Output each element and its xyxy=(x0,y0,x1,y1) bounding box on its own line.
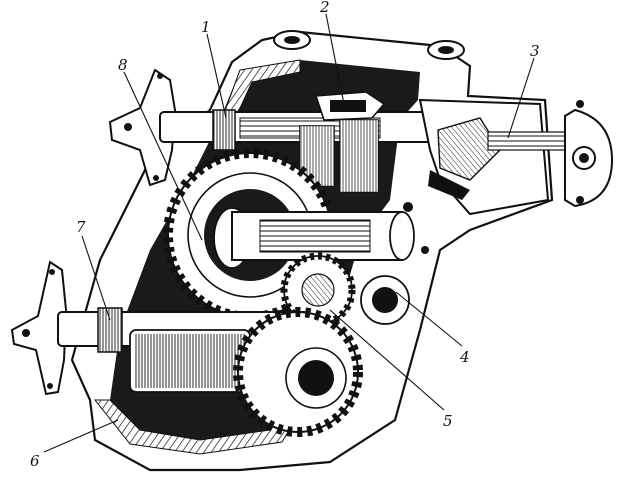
leader-4 xyxy=(395,291,463,347)
lower-shaft-assembly xyxy=(10,260,363,437)
callout-2: 2 xyxy=(319,0,330,16)
callout-8: 8 xyxy=(118,56,128,74)
leader-1 xyxy=(206,33,227,119)
intermediate-gear-assembly xyxy=(163,148,415,328)
leader-8 xyxy=(123,71,203,241)
upper-shaft-assembly xyxy=(108,68,614,216)
callout-4: 4 xyxy=(459,348,470,366)
callouts: 1 2 3 4 5 6 7 8 xyxy=(30,0,540,470)
leader-2 xyxy=(325,13,345,105)
callout-1: 1 xyxy=(201,18,211,36)
leader-7 xyxy=(81,235,111,321)
leader-lines xyxy=(43,13,535,453)
upper-bearing xyxy=(212,109,236,151)
lower-bearing xyxy=(97,307,123,353)
left-lower-flange xyxy=(10,260,68,396)
callout-5: 5 xyxy=(443,412,453,430)
leader-3 xyxy=(507,57,535,139)
leader-5 xyxy=(329,309,445,411)
callout-3: 3 xyxy=(530,42,540,60)
leader-6 xyxy=(43,419,119,453)
callout-6: 6 xyxy=(30,452,40,470)
callout-7: 7 xyxy=(76,218,86,236)
left-upper-flange xyxy=(108,68,177,187)
